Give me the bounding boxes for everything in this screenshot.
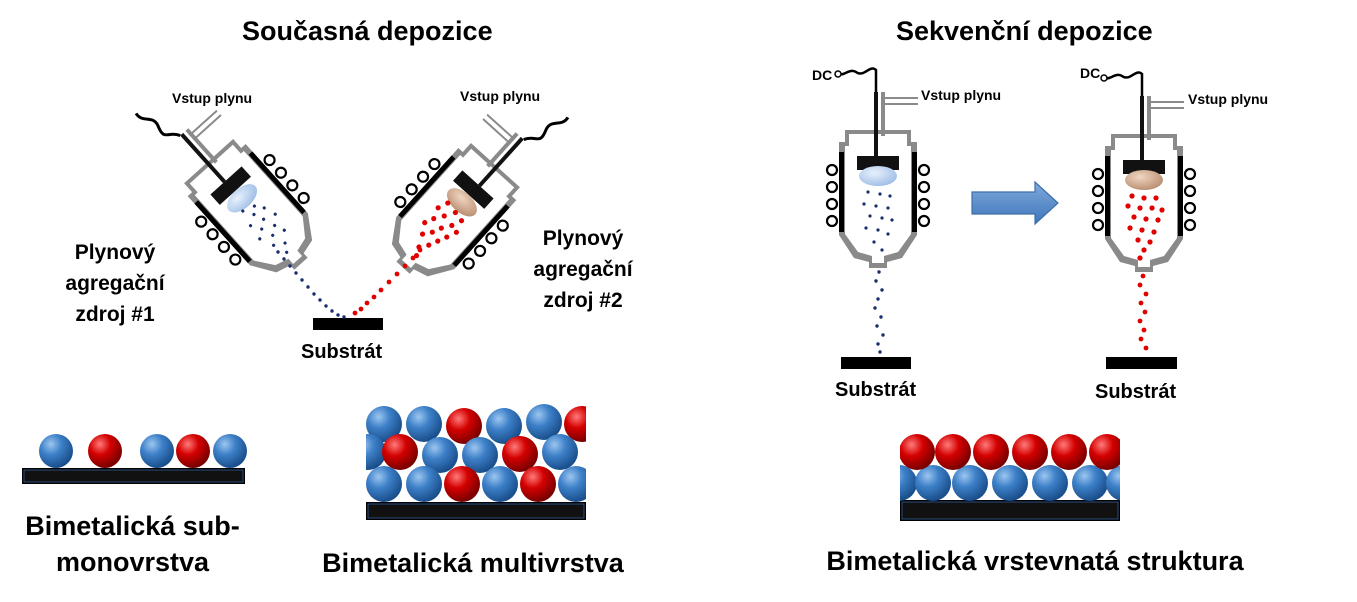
multilayer-sample xyxy=(366,404,586,520)
source-1-clusters xyxy=(241,204,289,254)
simultaneous-title: Současná depozice xyxy=(242,16,493,46)
substrate-simultaneous xyxy=(313,318,383,330)
sequential-title: Sekvenční depozice xyxy=(896,16,1153,46)
beam-blue-sequential xyxy=(873,270,885,354)
substrate-seq-right xyxy=(1106,357,1177,369)
layered-structure-sample xyxy=(900,434,1120,521)
sequential-source-red xyxy=(1091,71,1197,274)
beam-red-sequential xyxy=(1137,273,1149,351)
gas-aggregation-source-1 xyxy=(134,97,340,299)
red-clusters-inside xyxy=(1125,193,1165,261)
beam-metal-2 xyxy=(352,247,423,316)
substrate-label-seq-left: Substrát xyxy=(835,379,917,401)
source-2-clusters xyxy=(413,200,465,259)
gas-inlet-label-seq-left: Vstup plynu xyxy=(921,87,1002,103)
sub-monolayer-sample xyxy=(22,434,247,484)
gas-inlet-label-seq-right: Vstup plynu xyxy=(1188,91,1269,107)
caption-multilayer: Bimetalická multivrstva xyxy=(322,548,624,578)
substrate-label-seq-right: Substrát xyxy=(1095,381,1177,403)
blue-clusters-inside xyxy=(862,190,894,252)
gas-aggregation-source-2 xyxy=(364,101,570,303)
source-2-label: Plynový agregační zdroj #2 xyxy=(533,227,633,312)
caption-layered-structure: Bimetalická vrstevnatá struktura xyxy=(826,546,1244,576)
substrate-label-simultaneous: Substrát xyxy=(301,341,383,363)
dc-label-right: DC xyxy=(1080,65,1101,81)
gas-inlet-label-left-source: Vstup plynu xyxy=(172,90,253,106)
sequence-arrow xyxy=(971,180,1059,226)
source-1-label: Plynový agregační zdroj #1 xyxy=(65,241,165,326)
beam-metal-1 xyxy=(276,250,346,319)
dc-label-left: DC xyxy=(812,67,833,83)
substrate-seq-left xyxy=(841,357,911,369)
caption-submonolayer: Bimetalická sub-monovrstva xyxy=(25,511,240,577)
gas-inlet-label-right-source: Vstup plynu xyxy=(460,88,541,104)
sequential-source-blue xyxy=(825,67,931,270)
